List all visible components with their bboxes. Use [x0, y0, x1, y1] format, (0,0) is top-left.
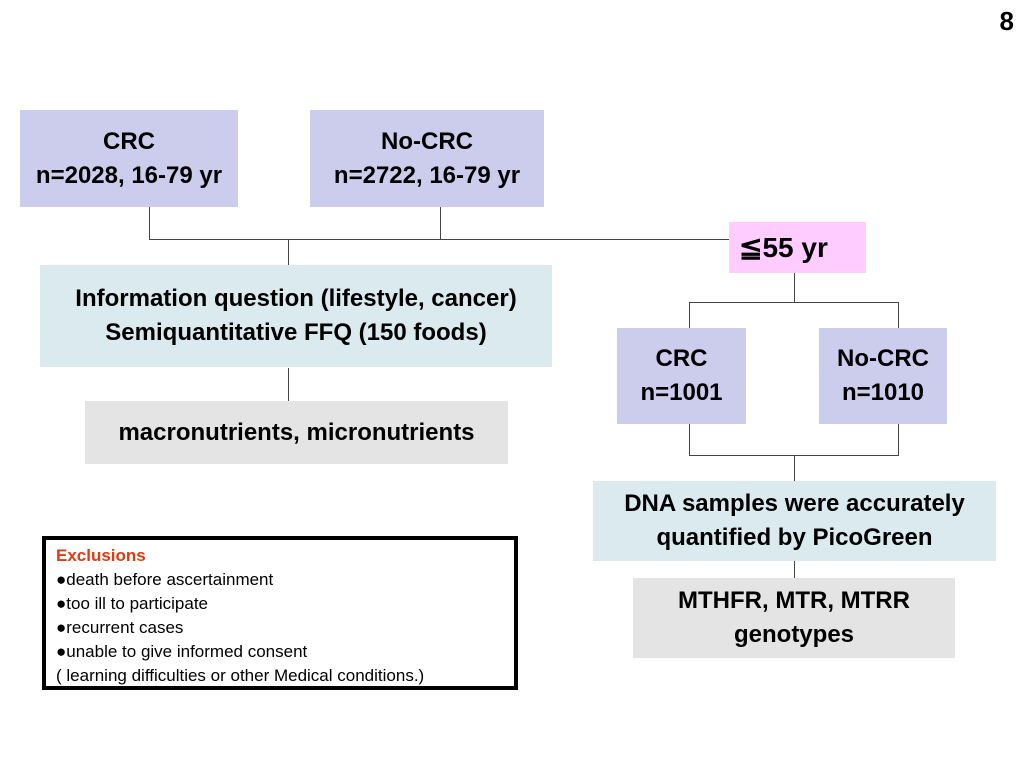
- nutrients-label: macronutrients, micronutrients: [118, 418, 475, 446]
- exclusion-item: ●unable to give informed consent: [56, 642, 308, 661]
- crc-total-title: CRC: [103, 127, 155, 155]
- page-number: 8: [999, 6, 1014, 36]
- connector: [288, 368, 289, 401]
- genotypes-box: MTHFR, MTR, MTRR genotypes: [633, 578, 955, 658]
- age-filter-label: ≦55 yr: [739, 231, 828, 263]
- connector: [898, 302, 899, 328]
- connector: [440, 207, 441, 240]
- dna-box: DNA samples were accurately quantified b…: [593, 481, 996, 561]
- dna-line2: quantified by PicoGreen: [656, 524, 933, 551]
- exclusion-item: ●recurrent cases: [56, 618, 184, 637]
- connector: [794, 561, 795, 578]
- connector: [288, 240, 289, 265]
- crc-total-box: CRC n=2028, 16-79 yr: [20, 110, 238, 207]
- connector: [689, 424, 690, 456]
- exclusion-note: ( learning difficulties or other Medical…: [56, 666, 425, 685]
- crc-young-count: n=1001: [640, 379, 723, 406]
- crc-young-box: CRC n=1001: [617, 328, 746, 424]
- dna-line1: DNA samples were accurately: [624, 490, 965, 517]
- no-crc-young-box: No-CRC n=1010: [819, 328, 947, 424]
- crc-young-title: CRC: [655, 345, 708, 372]
- genotypes-line1: MTHFR, MTR, MTRR: [678, 587, 910, 614]
- crc-total-count: n=2028, 16-79 yr: [35, 161, 223, 189]
- no-crc-total-title: No-CRC: [381, 127, 473, 155]
- exclusions-title: Exclusions: [56, 546, 146, 565]
- connector: [794, 455, 795, 481]
- connector: [149, 207, 150, 240]
- connector: [149, 239, 729, 240]
- genotypes-line2: genotypes: [733, 621, 855, 648]
- exclusion-item: ●too ill to participate: [56, 594, 209, 613]
- no-crc-young-title: No-CRC: [837, 345, 929, 372]
- connector: [898, 424, 899, 456]
- questionnaire-line2: Semiquantitative FFQ (150 foods): [105, 319, 487, 346]
- questionnaire-box: Information question (lifestyle, cancer)…: [40, 265, 552, 367]
- exclusion-item: ●death before ascertainment: [56, 570, 274, 589]
- nutrients-box: macronutrients, micronutrients: [85, 401, 508, 464]
- no-crc-total-box: No-CRC n=2722, 16-79 yr: [310, 110, 544, 207]
- exclusions-box: Exclusions ●death before ascertainment ●…: [42, 536, 518, 690]
- connector: [689, 302, 690, 328]
- connector: [794, 273, 795, 303]
- age-filter-box: ≦55 yr: [729, 222, 866, 273]
- connector: [689, 302, 899, 303]
- questionnaire-line1: Information question (lifestyle, cancer): [75, 285, 517, 312]
- no-crc-total-count: n=2722, 16-79 yr: [333, 161, 521, 189]
- no-crc-young-count: n=1010: [841, 379, 925, 406]
